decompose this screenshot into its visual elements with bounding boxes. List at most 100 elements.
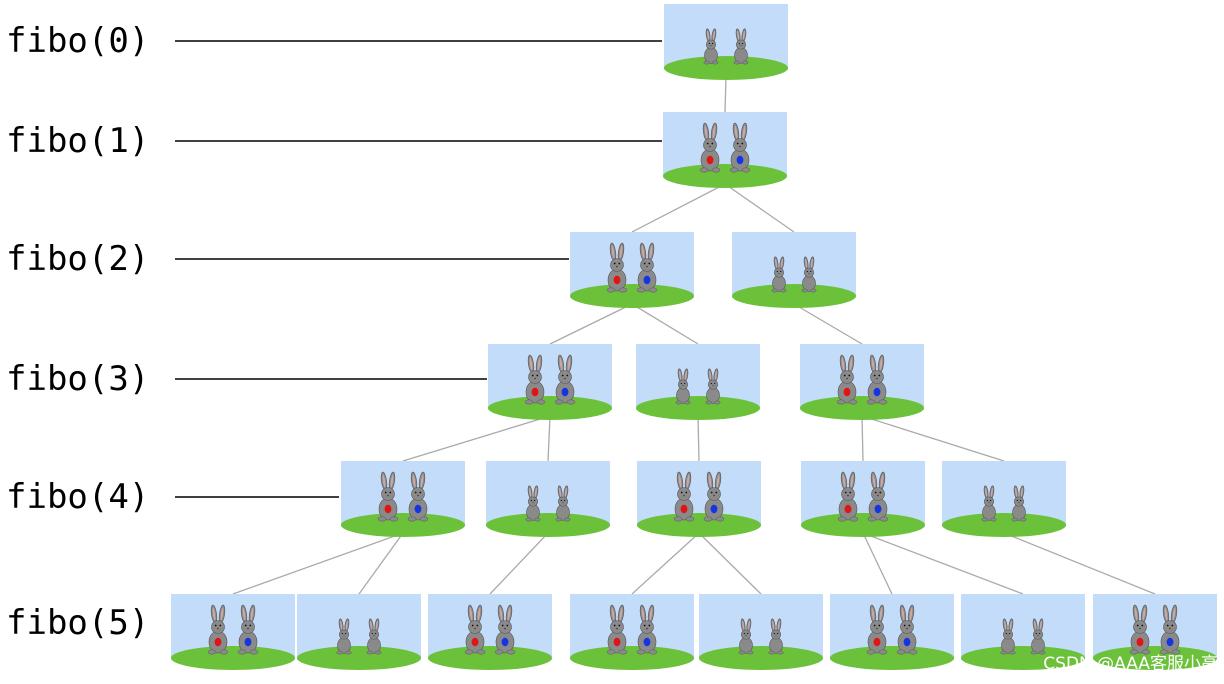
adult-rabbit [606, 242, 628, 293]
adult-rabbit-pair [800, 344, 924, 420]
level-label: fibo(5) [6, 603, 149, 643]
adult-rabbit [673, 471, 695, 522]
baby-rabbit [675, 368, 691, 405]
grass-patch [486, 513, 610, 537]
grass-patch [1093, 646, 1217, 670]
baby-rabbit [366, 618, 382, 655]
belly-mark [736, 155, 744, 165]
adult-rabbit [1159, 604, 1181, 655]
adult-rabbit [636, 604, 658, 655]
grass-patch [570, 646, 694, 670]
adult-rabbit [867, 471, 889, 522]
belly-mark [706, 155, 714, 165]
tree-edge [862, 532, 1024, 595]
baby-rabbit [801, 256, 817, 293]
adult-rabbit-pair [830, 594, 954, 670]
adult-rabbit-pair [341, 461, 465, 537]
adult-rabbit-pair [801, 461, 925, 537]
tree-edge [631, 303, 699, 345]
adult-rabbit [703, 471, 725, 522]
adult-rabbit [207, 604, 229, 655]
adult-rabbit [237, 604, 259, 655]
belly-mark [873, 387, 881, 397]
belly-mark [244, 637, 252, 647]
grass-patch [488, 396, 612, 420]
level-label-lines [175, 40, 662, 498]
tree-edge [698, 532, 762, 595]
baby-rabbit [705, 368, 721, 405]
young-rabbit-pair [636, 344, 760, 420]
young-rabbit-pair [699, 594, 823, 670]
tree-edge [724, 183, 795, 233]
adult-rabbit-pair [171, 594, 295, 670]
grass-patch [942, 513, 1066, 537]
tree-edge [631, 532, 700, 595]
grass-patch [801, 513, 925, 537]
belly-mark [613, 637, 621, 647]
young-rabbit-pair [732, 232, 856, 308]
belly-mark [561, 387, 569, 397]
tree-edge [1003, 532, 1156, 595]
adult-rabbit [729, 122, 751, 173]
adult-rabbit-pair [663, 112, 787, 188]
grass-patch [636, 396, 760, 420]
adult-rabbit-pair [570, 232, 694, 308]
level-label: fibo(1) [6, 121, 149, 161]
grass-patch [663, 164, 787, 188]
tree-edge [793, 303, 863, 345]
adult-rabbit-pair [570, 594, 694, 670]
belly-mark [844, 504, 852, 514]
baby-rabbit [1000, 618, 1016, 655]
adult-rabbit-pair [637, 461, 761, 537]
adult-rabbit-pair [1093, 594, 1217, 670]
adult-rabbit [837, 471, 859, 522]
belly-mark [1136, 637, 1144, 647]
adult-rabbit [407, 471, 429, 522]
baby-rabbit [771, 256, 787, 293]
adult-rabbit [377, 471, 399, 522]
grass-patch [637, 513, 761, 537]
belly-mark [1166, 637, 1174, 647]
level-label: fibo(3) [6, 359, 149, 399]
adult-rabbit [896, 604, 918, 655]
belly-mark [214, 637, 222, 647]
belly-mark [710, 504, 718, 514]
adult-rabbit [836, 354, 858, 405]
adult-rabbit [524, 354, 546, 405]
baby-rabbit [555, 485, 571, 522]
adult-rabbit [1129, 604, 1151, 655]
adult-rabbit [636, 242, 658, 293]
belly-mark [680, 504, 688, 514]
adult-rabbit [554, 354, 576, 405]
adult-rabbit [464, 604, 486, 655]
young-rabbit-pair [942, 461, 1066, 537]
adult-rabbit-pair [488, 344, 612, 420]
baby-rabbit [768, 618, 784, 655]
young-rabbit-pair [297, 594, 421, 670]
level-label: fibo(2) [6, 239, 149, 279]
belly-mark [843, 387, 851, 397]
grass-patch [570, 284, 694, 308]
baby-rabbit [981, 485, 997, 522]
grass-patch [428, 646, 552, 670]
grass-patch [732, 284, 856, 308]
adult-rabbit [866, 604, 888, 655]
belly-mark [471, 637, 479, 647]
watermark: CSDN @AAA客服小高 [1043, 654, 1218, 674]
grass-patch [171, 646, 295, 670]
belly-mark [613, 275, 621, 285]
baby-rabbit [1030, 618, 1046, 655]
tree-nodes [171, 4, 1217, 670]
tree-edges [232, 75, 1156, 595]
grass-patch [341, 513, 465, 537]
tree-edge [489, 532, 549, 595]
tree-edge [232, 532, 404, 595]
belly-mark [643, 637, 651, 647]
baby-rabbit [738, 618, 754, 655]
adult-rabbit-pair [428, 594, 552, 670]
tree-edge [358, 532, 404, 595]
tree-edge [862, 532, 893, 595]
level-label: fibo(0) [6, 21, 149, 61]
belly-mark [874, 504, 882, 514]
